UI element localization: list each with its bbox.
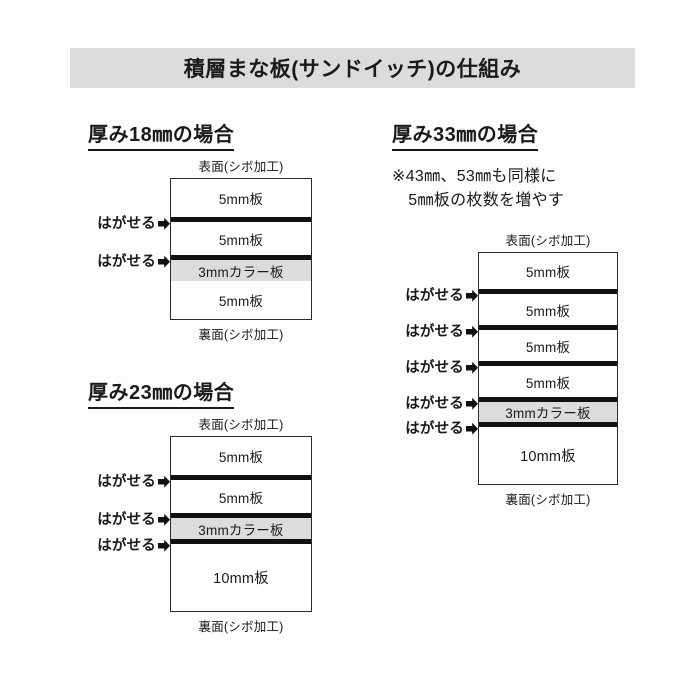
layer-18mm-4: 5mm板 bbox=[171, 281, 311, 319]
right-arrow-icon bbox=[158, 218, 170, 230]
right-arrow-icon bbox=[158, 476, 170, 488]
peelable-marker: はがせる bbox=[97, 217, 171, 232]
layer-23mm-1: 5mm板 bbox=[171, 437, 311, 475]
peelable-label: はがせる bbox=[405, 420, 464, 437]
peelable-marker: はがせる bbox=[97, 475, 171, 490]
layer-18mm-2: 5mm板 はがせる bbox=[97, 217, 311, 255]
layer-33mm-3: 5mm板 はがせる bbox=[405, 325, 617, 361]
right-arrow-icon bbox=[466, 362, 478, 374]
bottom-face-label-23mm: 裏面(シボ加工) bbox=[198, 620, 284, 634]
right-arrow-icon bbox=[158, 540, 170, 552]
layer-label: 5mm板 bbox=[525, 375, 571, 391]
right-arrow-icon bbox=[466, 423, 478, 435]
layer-33mm-4: 5mm板 はがせる bbox=[405, 361, 617, 397]
layer-label: 5mm板 bbox=[525, 265, 571, 280]
layer-18mm-1: 5mm板 bbox=[171, 179, 311, 217]
page-title: 積層まな板(サンドイッチ)の仕組み bbox=[183, 58, 522, 81]
top-face-label-33mm: 表面(シボ加工) bbox=[505, 234, 591, 248]
peelable-marker: はがせる bbox=[405, 397, 479, 412]
layer-label: 5mm板 bbox=[525, 303, 571, 319]
bottom-face-label-33mm: 裏面(シボ加工) bbox=[505, 493, 591, 507]
bottom-face-label-18mm: 裏面(シボ加工) bbox=[198, 328, 284, 342]
layer-23mm-4: 10mm板 はがせる bbox=[97, 539, 311, 611]
top-face-label-23mm: 表面(シボ加工) bbox=[198, 418, 284, 432]
right-arrow-icon bbox=[466, 290, 478, 302]
section-title-23mm: 厚み23㎜の場合 bbox=[88, 376, 235, 409]
peelable-label: はがせる bbox=[97, 537, 156, 554]
top-face-label-18mm: 表面(シボ加工) bbox=[198, 160, 284, 174]
layer-label: 3mmカラー板 bbox=[505, 406, 591, 421]
peelable-label: はがせる bbox=[97, 511, 156, 528]
layer-33mm-5: 3mmカラー板 はがせる bbox=[405, 397, 617, 422]
peelable-label: はがせる bbox=[97, 215, 156, 232]
peelable-label: はがせる bbox=[97, 253, 156, 270]
layer-label: 5mm板 bbox=[218, 450, 264, 465]
section-note-33mm: ※43㎜、53㎜も同様に 5㎜板の枚数を増やす bbox=[392, 168, 565, 209]
layer-18mm-3: 3mmカラー板 はがせる bbox=[97, 255, 311, 281]
right-arrow-icon bbox=[158, 256, 170, 268]
right-arrow-icon bbox=[158, 514, 170, 526]
peelable-label: はがせる bbox=[405, 287, 464, 304]
peelable-marker: はがせる bbox=[405, 325, 479, 340]
peelable-label: はがせる bbox=[97, 473, 156, 490]
layer-33mm-2: 5mm板 はがせる bbox=[405, 289, 617, 325]
peelable-label: はがせる bbox=[405, 359, 464, 376]
layer-label: 10mm板 bbox=[213, 571, 269, 587]
page-title-bar: 積層まな板(サンドイッチ)の仕組み bbox=[70, 48, 635, 88]
peelable-marker: はがせる bbox=[405, 422, 479, 437]
layer-label: 5mm板 bbox=[218, 192, 264, 207]
peelable-label: はがせる bbox=[405, 323, 464, 340]
peelable-label: はがせる bbox=[405, 395, 464, 412]
peelable-marker: はがせる bbox=[97, 513, 171, 528]
peelable-marker: はがせる bbox=[405, 361, 479, 376]
layer-23mm-2: 5mm板 はがせる bbox=[97, 475, 311, 513]
layer-label: 5mm板 bbox=[525, 339, 571, 355]
section-title-33mm: 厚み33㎜の場合 bbox=[392, 118, 539, 151]
layer-label: 3mmカラー板 bbox=[198, 264, 284, 280]
layer-label: 5mm板 bbox=[218, 294, 264, 309]
layer-label: 10mm板 bbox=[520, 449, 576, 465]
layer-33mm-1: 5mm板 bbox=[479, 253, 617, 289]
layer-label: 3mmカラー板 bbox=[198, 522, 284, 538]
layer-23mm-3: 3mmカラー板 はがせる bbox=[97, 513, 311, 539]
section-thickness-33mm: 厚み33㎜の場合 ※43㎜、53㎜も同様に 5㎜板の枚数を増やす 表面(シボ加工… bbox=[392, 118, 618, 507]
peelable-marker: はがせる bbox=[97, 255, 171, 270]
peelable-marker: はがせる bbox=[97, 539, 171, 554]
layer-label: 5mm板 bbox=[218, 490, 264, 506]
peelable-marker: はがせる bbox=[405, 289, 479, 304]
layer-33mm-6: 10mm板 はがせる bbox=[405, 422, 617, 484]
right-arrow-icon bbox=[466, 326, 478, 338]
section-title-18mm: 厚み18㎜の場合 bbox=[88, 118, 235, 151]
right-arrow-icon bbox=[466, 398, 478, 410]
layer-label: 5mm板 bbox=[218, 232, 264, 248]
